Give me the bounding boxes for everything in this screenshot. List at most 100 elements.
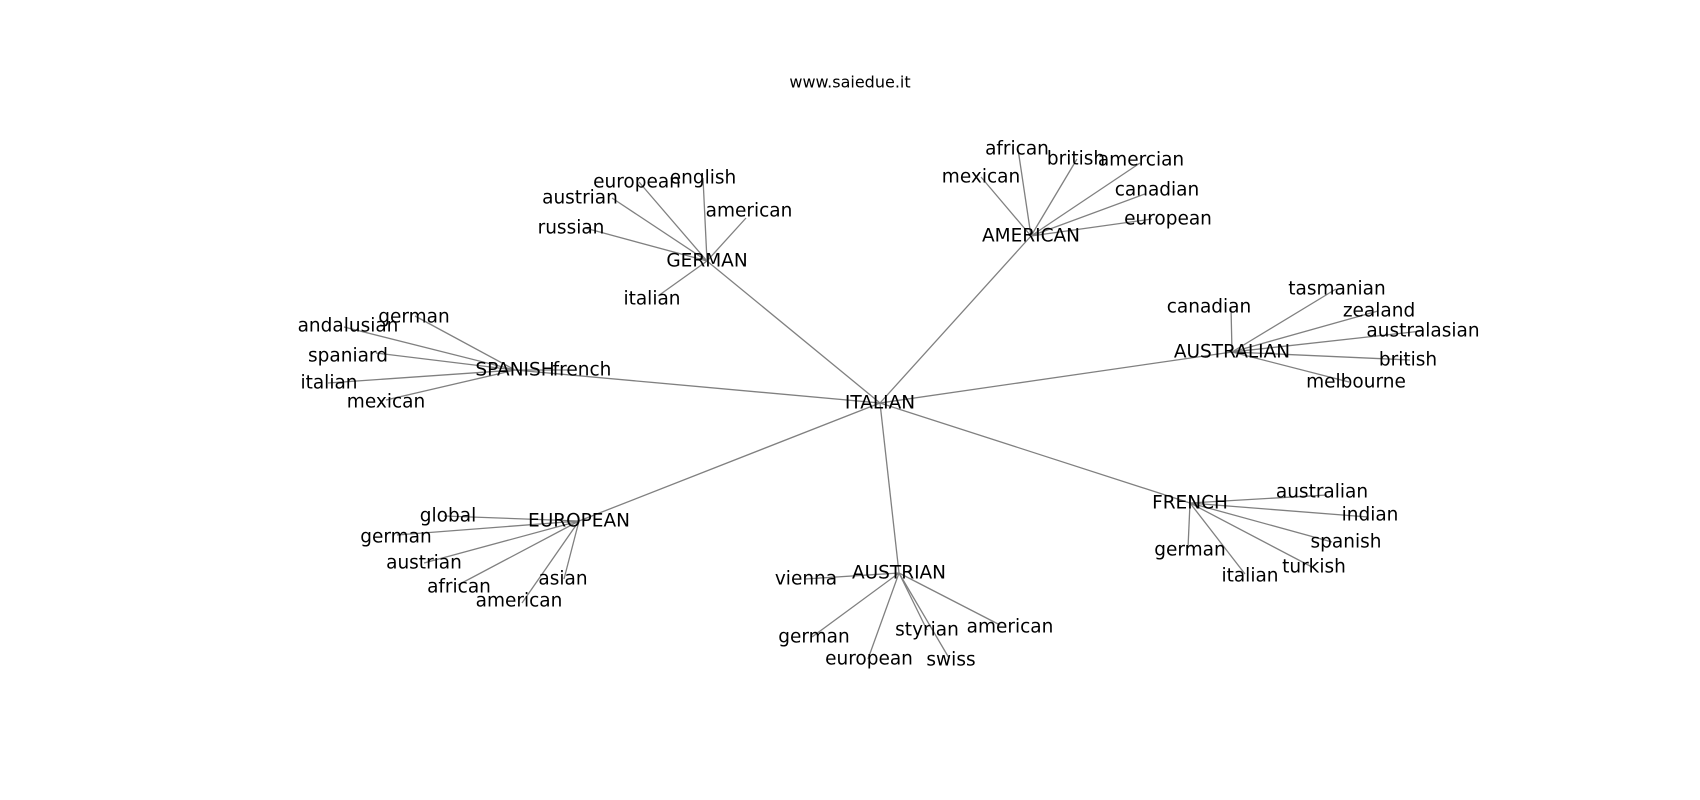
edge-austrian-swiss xyxy=(898,572,950,659)
hub-label-austrian: AUSTRIAN xyxy=(852,563,946,584)
edge-austrian-american xyxy=(898,572,1001,626)
edge-austrian-vienna xyxy=(804,572,900,580)
edge-italian-spanish xyxy=(514,369,881,404)
edge-american-african xyxy=(1017,148,1032,237)
edge-german-american xyxy=(706,217,747,262)
edge-german-english xyxy=(702,177,708,262)
edge-german-russian xyxy=(584,227,708,262)
leaf-label-austrian-vienna: vienna xyxy=(775,569,837,590)
leaf-label-spanish-mexican: mexican xyxy=(347,392,425,413)
leaf-label-australian-british: british xyxy=(1379,350,1437,371)
hub-label-german: GERMAN xyxy=(666,251,747,272)
edge-australian-tasmanian xyxy=(1231,288,1337,353)
edge-italian-french xyxy=(879,402,1191,504)
edge-european-african xyxy=(457,520,580,586)
leaf-label-french-australian: australian xyxy=(1276,482,1368,503)
leaf-label-spanish-spaniard: spaniard xyxy=(308,346,388,367)
leaf-label-european-austrian: austrian xyxy=(386,553,462,574)
leaf-label-austrian-swiss: swiss xyxy=(926,650,975,671)
leaf-label-french-spanish: spanish xyxy=(1311,532,1382,553)
leaf-label-american-mexican: mexican xyxy=(942,167,1020,188)
leaf-label-german-austrian: austrian xyxy=(542,188,618,209)
leaf-label-french-turkish: turkish xyxy=(1282,557,1346,578)
hub-label-french: FRENCH xyxy=(1152,493,1228,514)
leaf-label-french-german: german xyxy=(1154,540,1226,561)
leaf-label-american-african: african xyxy=(985,139,1049,160)
edge-european-american xyxy=(521,520,580,604)
edge-australian-canadian xyxy=(1230,306,1233,353)
leaf-label-spanish-german: german xyxy=(378,307,450,328)
edge-spanish-mexican xyxy=(385,369,516,401)
leaf-label-german-english: english xyxy=(670,168,737,189)
edge-american-mexican xyxy=(980,176,1032,237)
edge-italian-german xyxy=(706,260,881,404)
leaf-label-german-american: american xyxy=(706,201,793,222)
leaf-label-spanish-italian: italian xyxy=(300,373,357,394)
edge-australian-melbourne xyxy=(1231,351,1350,383)
edge-french-turkish xyxy=(1189,502,1313,568)
edge-italian-austrian xyxy=(879,402,900,574)
edges-layer xyxy=(327,148,1423,660)
leaf-label-german-russian: russian xyxy=(538,218,605,239)
edge-european-german xyxy=(396,520,580,536)
edge-german-austrian xyxy=(611,197,708,262)
edge-european-austrian xyxy=(423,520,580,564)
leaf-label-australian-zealand: zealand xyxy=(1343,301,1415,322)
leaf-label-german-european: european xyxy=(593,172,681,193)
edge-european-asian xyxy=(563,520,580,580)
leaf-label-austrian-styrian: styrian xyxy=(895,620,959,641)
leaf-label-australian-canadian: canadian xyxy=(1167,297,1252,318)
leaf-label-american-european: european xyxy=(1124,209,1212,230)
edge-american-british xyxy=(1030,158,1078,237)
edge-australian-australasian xyxy=(1231,330,1423,353)
edge-italian-european xyxy=(578,402,881,522)
leaf-label-australian-tasmanian: tasmanian xyxy=(1288,279,1386,300)
leaf-label-american-canadian: canadian xyxy=(1115,180,1200,201)
hub-label-spanish: SPANISH xyxy=(475,360,554,381)
leaf-label-european-german: german xyxy=(360,527,432,548)
edge-french-spanish xyxy=(1189,502,1333,543)
leaf-label-european-african: african xyxy=(427,577,491,598)
leaf-label-european-american: american xyxy=(476,591,563,612)
edge-german-european xyxy=(638,181,708,262)
edge-american-european xyxy=(1030,218,1153,237)
leaf-label-american-british: british xyxy=(1047,149,1105,170)
edge-french-italian xyxy=(1189,502,1246,575)
leaf-label-spanish-french: french xyxy=(553,360,612,381)
labels-layer: www.saiedue.it englisheuropeanaustrianru… xyxy=(298,73,1480,671)
edge-italian-american xyxy=(879,235,1032,404)
hub-label-american: AMERICAN xyxy=(982,226,1080,247)
edge-american-canadian xyxy=(1030,193,1146,237)
edge-australian-zealand xyxy=(1231,310,1379,353)
edge-spanish-italian xyxy=(327,369,516,384)
leaf-label-australian-melbourne: melbourne xyxy=(1306,372,1406,393)
edge-austrian-european xyxy=(867,572,900,660)
edge-spanish-german xyxy=(414,315,516,371)
watermark-text: www.saiedue.it xyxy=(789,73,910,92)
center-label-italian: ITALIAN xyxy=(845,393,915,414)
leaf-label-european-asian: asian xyxy=(538,569,587,590)
edge-german-italian xyxy=(657,260,708,297)
hub-label-australian: AUSTRALIAN xyxy=(1174,342,1290,363)
leaf-label-german-italian: italian xyxy=(623,289,680,310)
leaf-label-european-global: global xyxy=(420,506,476,527)
edge-spanish-spaniard xyxy=(375,352,516,371)
leaf-label-spanish-andalusian: andalusian xyxy=(298,316,399,337)
leaf-label-french-indian: indian xyxy=(1342,505,1399,526)
leaf-label-austrian-american: american xyxy=(967,617,1054,638)
leaf-label-french-italian: italian xyxy=(1221,566,1278,587)
edge-french-australian xyxy=(1189,494,1328,504)
leaf-label-american-amercian: amercian xyxy=(1098,150,1184,171)
edge-spanish-andalusian xyxy=(343,326,516,371)
edge-austrian-german xyxy=(811,572,900,638)
edge-american-amercian xyxy=(1030,162,1141,237)
edge-australian-british xyxy=(1231,351,1411,361)
leaf-label-austrian-german: german xyxy=(778,627,850,648)
edge-french-german xyxy=(1187,502,1191,549)
edge-italian-australian xyxy=(879,351,1233,404)
edge-austrian-styrian xyxy=(898,572,928,631)
hub-label-european: EUROPEAN xyxy=(528,511,630,532)
leaf-label-austrian-european: european xyxy=(825,649,913,670)
edge-french-indian xyxy=(1189,502,1369,518)
